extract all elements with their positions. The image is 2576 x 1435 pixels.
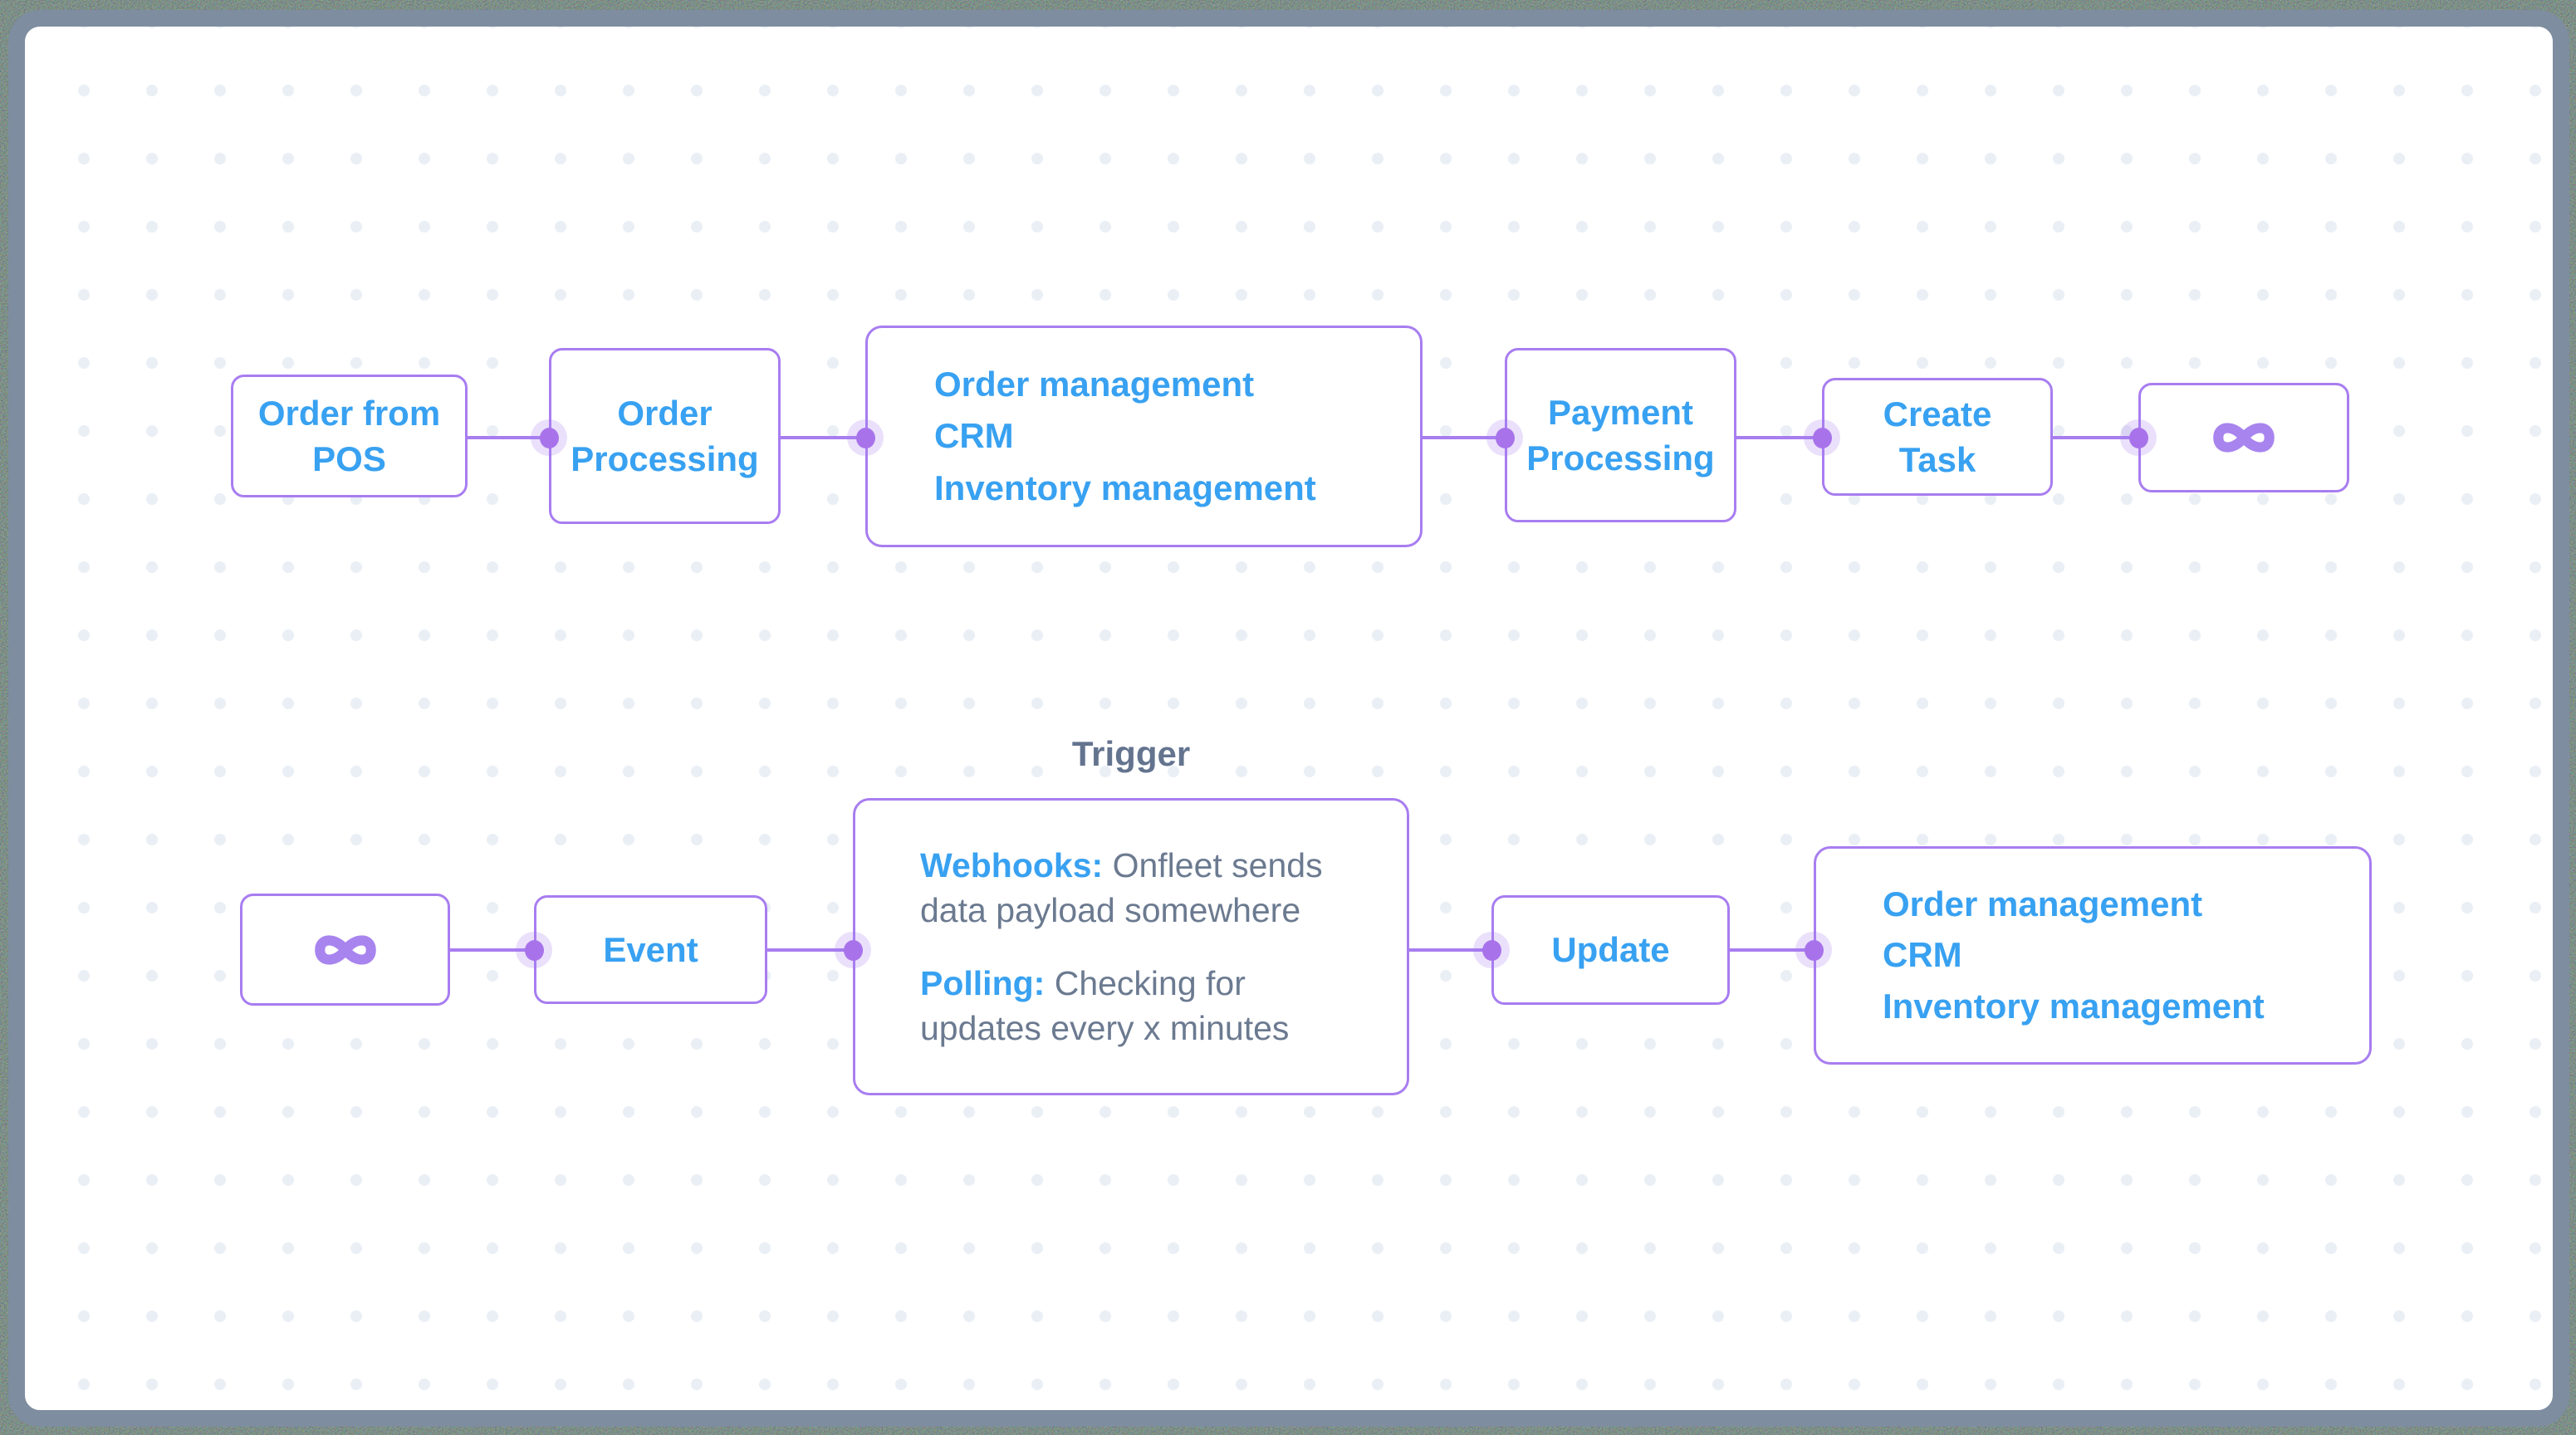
infinity-icon	[2213, 423, 2275, 453]
connection-port[interactable]	[1486, 419, 1523, 456]
connection-port[interactable]	[835, 932, 871, 968]
edge[interactable]	[468, 436, 549, 439]
node-infinity-top[interactable]	[2138, 383, 2349, 492]
edge[interactable]	[781, 436, 865, 439]
edge[interactable]	[2053, 436, 2138, 439]
node-label: Create Task	[1883, 394, 1992, 479]
dot-grid-canvas	[25, 27, 2553, 1410]
port-dot	[1495, 427, 1515, 448]
node-payment-processing[interactable]: Payment Processing	[1505, 348, 1736, 522]
whiteboard-window	[8, 10, 2569, 1427]
node-label: Payment Processing	[1526, 392, 1715, 478]
polling-description: Polling: Checking for updates every x mi…	[920, 961, 1374, 1051]
edge[interactable]	[1736, 436, 1822, 439]
integration-item: Order management	[1883, 884, 2203, 923]
polling-key: Polling:	[920, 964, 1046, 1002]
connection-port[interactable]	[1795, 932, 1832, 968]
integration-item: CRM	[1883, 935, 1962, 975]
edge[interactable]	[1409, 948, 1491, 952]
node-create-task[interactable]: Create Task	[1822, 378, 2053, 496]
edge[interactable]	[1730, 948, 1814, 952]
node-label: Order from POS	[257, 393, 441, 478]
node-integrations-top[interactable]: Order management CRM Inventory managemen…	[865, 326, 1423, 547]
integration-item: CRM	[934, 416, 1014, 456]
infinity-icon	[314, 934, 376, 965]
webhooks-description: Webhooks: Onfleet sends data payload som…	[920, 843, 1374, 933]
port-dot	[539, 427, 559, 448]
node-trigger[interactable]: Webhooks: Onfleet sends data payload som…	[853, 798, 1409, 1095]
polling-text: Checking for updates every x minutes	[920, 964, 1290, 1048]
port-dot	[1804, 939, 1824, 961]
connection-port[interactable]	[516, 932, 552, 968]
connection-port[interactable]	[2120, 419, 2157, 456]
port-dot	[1481, 939, 1501, 961]
webhooks-key: Webhooks:	[920, 845, 1104, 884]
integration-item: Order management	[934, 364, 1255, 404]
edge[interactable]	[450, 948, 534, 952]
node-label: Event	[603, 929, 698, 969]
port-dot	[855, 427, 875, 448]
node-event[interactable]: Event	[534, 895, 767, 1004]
node-order-from-pos[interactable]: Order from POS	[231, 375, 468, 497]
port-dot	[2128, 427, 2148, 448]
node-infinity-bottom[interactable]	[240, 894, 450, 1006]
port-dot	[1812, 427, 1832, 448]
node-label: Update	[1551, 930, 1670, 970]
node-order-processing[interactable]: Order Processing	[549, 348, 781, 524]
node-update[interactable]: Update	[1491, 895, 1730, 1005]
edge[interactable]	[767, 948, 853, 952]
trigger-section-label: Trigger	[1071, 734, 1191, 773]
connection-port[interactable]	[1473, 932, 1510, 968]
port-dot	[843, 939, 863, 961]
node-label: Order Processing	[571, 393, 759, 478]
integration-item: Inventory management	[1883, 987, 2265, 1026]
connection-port[interactable]	[847, 419, 884, 456]
integration-item: Inventory management	[934, 468, 1316, 508]
connection-port[interactable]	[531, 419, 567, 456]
port-dot	[524, 939, 544, 961]
connection-port[interactable]	[1804, 419, 1840, 456]
node-integrations-bottom[interactable]: Order management CRM Inventory managemen…	[1814, 846, 2372, 1065]
webhooks-text: Onfleet sends data payload somewhere	[920, 845, 1323, 929]
edge[interactable]	[1423, 436, 1505, 439]
